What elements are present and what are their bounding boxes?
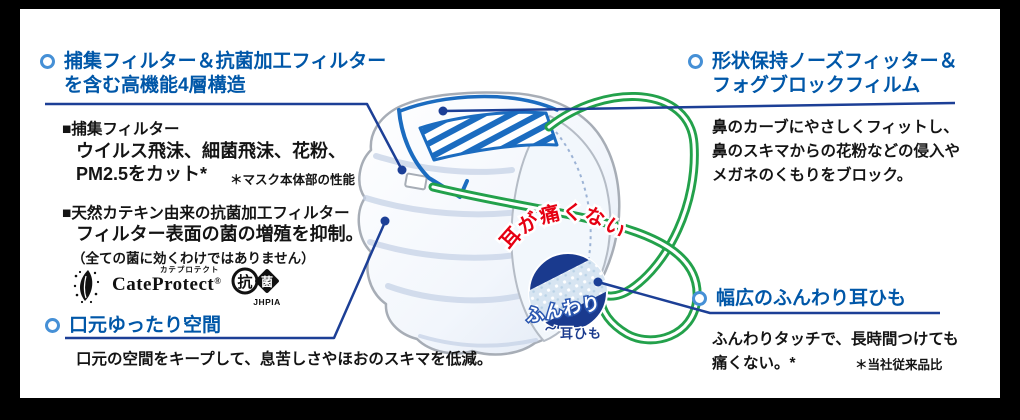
bullet-ring-icon	[40, 54, 55, 69]
cateprotect-leaf-icon	[73, 270, 100, 304]
nose-body: 鼻のカーブにやさしくフィットし、 鼻のスキマからの花粉などの侵入や メガネのくも…	[712, 119, 961, 184]
feature-title-mouth: 口元ゆったり空間	[45, 314, 221, 338]
callout-dot-filter	[397, 165, 407, 175]
collect-filter-line2: PM2.5をカット*	[76, 164, 208, 184]
cateprotect-kana: カテプロテクト	[159, 265, 220, 274]
collect-filter-note: ＊マスク本体部の性能	[230, 173, 356, 187]
callout-line-mouth	[65, 221, 387, 340]
certification-logos: カテプロテクト CateProtect® 抗 菌 JHPIA	[72, 264, 283, 310]
collect-filter-line1: ウイルス飛沫、細菌飛沫、花粉、	[76, 141, 346, 161]
catechin-heading: ■天然カテキン由来の抗菌加工フィルター	[62, 205, 350, 222]
feature-title-filter: 捕集フィルター＆抗菌加工フィルター を含む高機能4層構造	[40, 50, 386, 98]
strap-tab	[404, 172, 428, 191]
feature-title-nose-text: 形状保持ノーズフィッター＆ フォグブロックフィルム	[712, 51, 958, 96]
cateprotect-logo: カテプロテクト CateProtect®	[112, 264, 221, 296]
callout-lines	[45, 101, 956, 340]
kokin-char2: 菌	[261, 274, 273, 289]
callout-dots	[380, 106, 603, 287]
feature-title-mouth-text: 口元ゆったり空間	[69, 315, 222, 336]
ear-note: ＊当社従来品比	[855, 358, 943, 372]
catechin-caption: （全ての菌に効くわけではありません）	[72, 251, 315, 266]
mask-pleats	[363, 153, 538, 348]
registered-mark: ®	[214, 276, 222, 286]
callout-line-ear	[597, 280, 940, 315]
bullet-ring-icon	[688, 54, 703, 69]
callout-dot-ear	[593, 277, 603, 287]
bullet-ring-icon	[692, 291, 707, 306]
feature-title-ear: 幅広のふんわり耳ひも	[692, 287, 906, 311]
nose-fitter-band	[397, 94, 559, 199]
feature-title-nose: 形状保持ノーズフィッター＆ フォグブロックフィルム	[688, 50, 958, 98]
mouth-body: 口元の空間をキープして、息苦しさやほおのスキマを低減。	[76, 351, 493, 368]
badge-strap-text: 耳ひも	[560, 326, 602, 341]
kokin-char1: 抗	[238, 273, 253, 291]
collect-filter-heading: ■捕集フィルター	[62, 121, 180, 138]
bullet-ring-icon	[45, 318, 60, 333]
badge-tilde-mark: 〜	[543, 320, 558, 336]
callout-line-filter	[45, 102, 404, 171]
catechin-line: フィルター表面の菌の増殖を抑制。	[76, 224, 364, 244]
kokin-org: JHPIA	[254, 297, 282, 307]
antibacterial-jhpia-badge: 抗 菌 JHPIA	[231, 267, 282, 307]
ear-loop-straps	[428, 92, 702, 345]
feature-title-ear-text: 幅広のふんわり耳ひも	[716, 288, 907, 309]
feature-title-filter-text: 捕集フィルター＆抗菌加工フィルター を含む高機能4層構造	[64, 51, 387, 96]
callout-dot-nose	[438, 106, 448, 116]
ear-body: ふんわりタッチで、長時間つけても 痛くない。*	[712, 331, 959, 372]
callout-line-nose	[442, 101, 956, 113]
callout-dot-mouth	[380, 216, 390, 226]
cateprotect-name: CateProtect®	[112, 274, 222, 295]
